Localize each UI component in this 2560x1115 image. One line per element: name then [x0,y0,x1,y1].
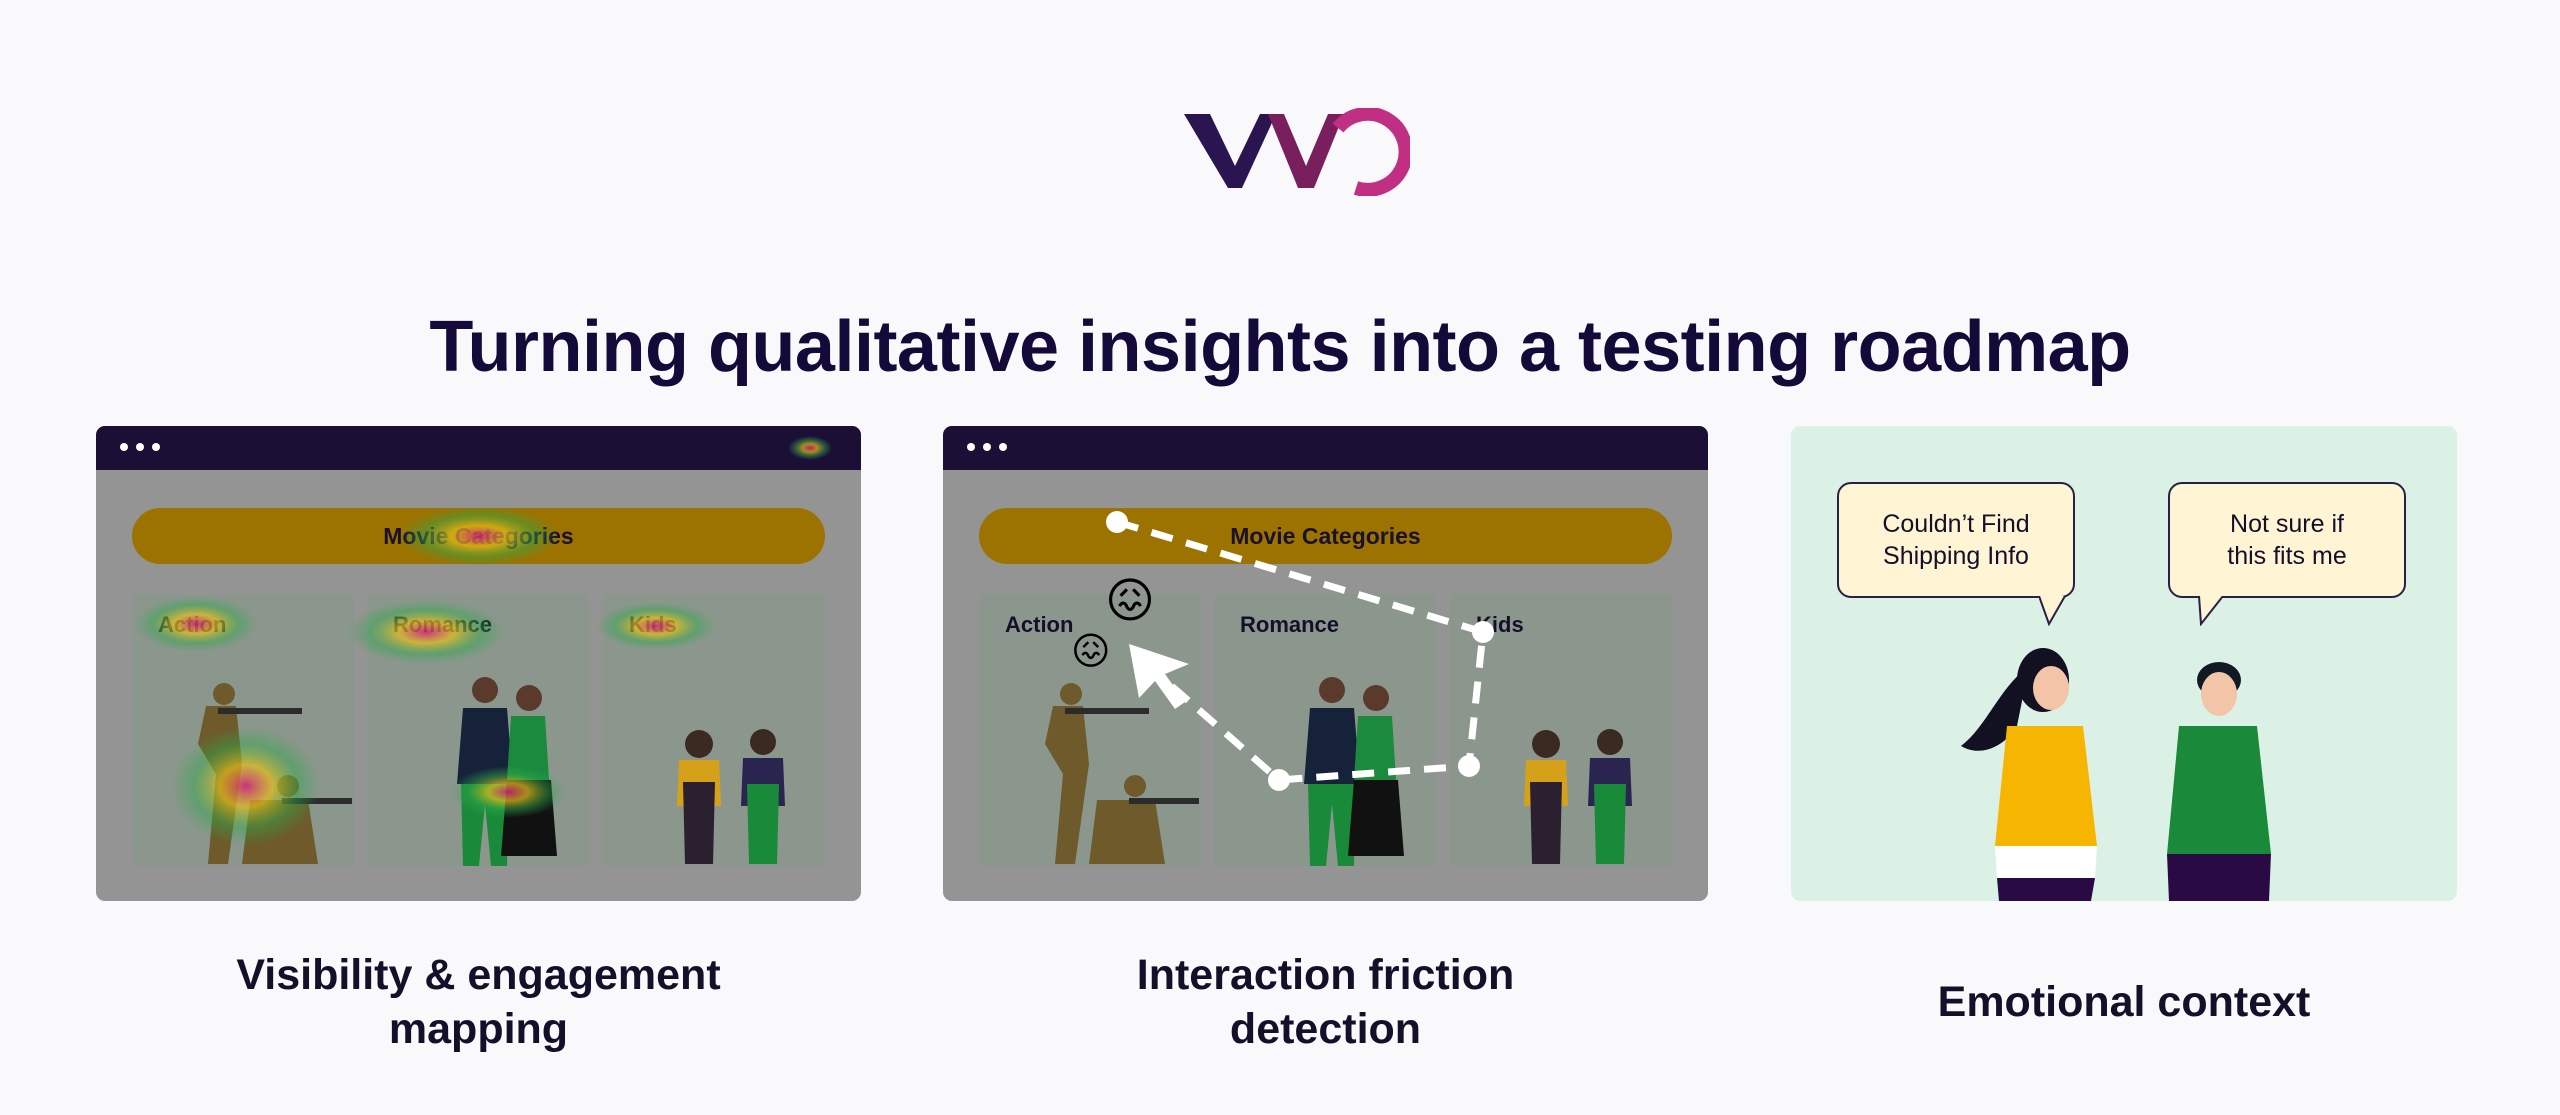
browser-mockup: Movie Categories Action [96,426,861,901]
browser-title-bar [96,426,861,470]
caption-line: detection [1229,1005,1422,1053]
frustrated-face-icon: 😖 [1105,575,1156,628]
card-label: Action [1005,612,1074,637]
bubble-tail-icon [2198,596,2224,626]
window-dots-icon [967,443,1007,451]
caption-visibility: Visibility & engagement mapping [96,948,861,1056]
caption-line: Interaction friction [1136,951,1515,999]
thinking-people-illustration-icon [1961,648,2271,901]
card-label: Romance [1240,612,1340,637]
bubble-tail-icon [2039,596,2066,626]
emotion-panel: Couldn’t Find Shipping Info Not sure if … [1791,426,2457,901]
card-label: Kids [1476,612,1524,637]
friction-panel: Movie Categories Action [943,426,1708,901]
caption-friction: Interaction friction detection [943,948,1708,1056]
kids-illustration-icon [677,729,785,864]
page-headline: Turning qualitative insights into a test… [429,307,2131,388]
bubble-text: Shipping Info [1883,542,2029,570]
category-card-kids: Kids [1450,594,1672,866]
card-label: Action [158,612,227,637]
heatmap-panel: Movie Categories Action [96,426,861,901]
speech-bubble-shipping: Couldn’t Find Shipping Info [1837,482,2075,598]
caption-emotional: Emotional context [1937,978,2311,1026]
browser-title-bar [943,426,1708,470]
bubble-text: this fits me [2227,542,2347,570]
category-card-romance: Romance [1214,594,1436,866]
emotion-scene: Couldn’t Find Shipping Info Not sure if … [1791,426,2457,901]
couple-illustration-icon [457,677,557,866]
card-label: Kids [629,612,677,637]
bubble-text: Not sure if [2230,510,2344,538]
caption-line: mapping [388,1005,569,1053]
vwo-logo [1184,108,1410,196]
speech-bubble-fit: Not sure if this fits me [2168,482,2406,598]
movie-categories-bar: Movie Categories [132,508,825,564]
category-card-kids: Kids [603,594,825,866]
caption-line: Visibility & engagement [236,951,721,999]
bubble-text: Couldn’t Find [1882,510,2030,538]
category-card-action: Action [132,594,354,866]
kids-illustration-icon [1524,729,1632,864]
soldiers-illustration-icon [1045,683,1199,864]
category-card-romance: Romance [367,594,589,866]
browser-mockup: Movie Categories Action [943,426,1708,901]
card-label: Romance [393,612,493,637]
frustrated-face-icon: 😖 [1071,631,1111,673]
window-dots-icon [120,443,160,451]
movie-categories-bar: Movie Categories [979,508,1672,564]
